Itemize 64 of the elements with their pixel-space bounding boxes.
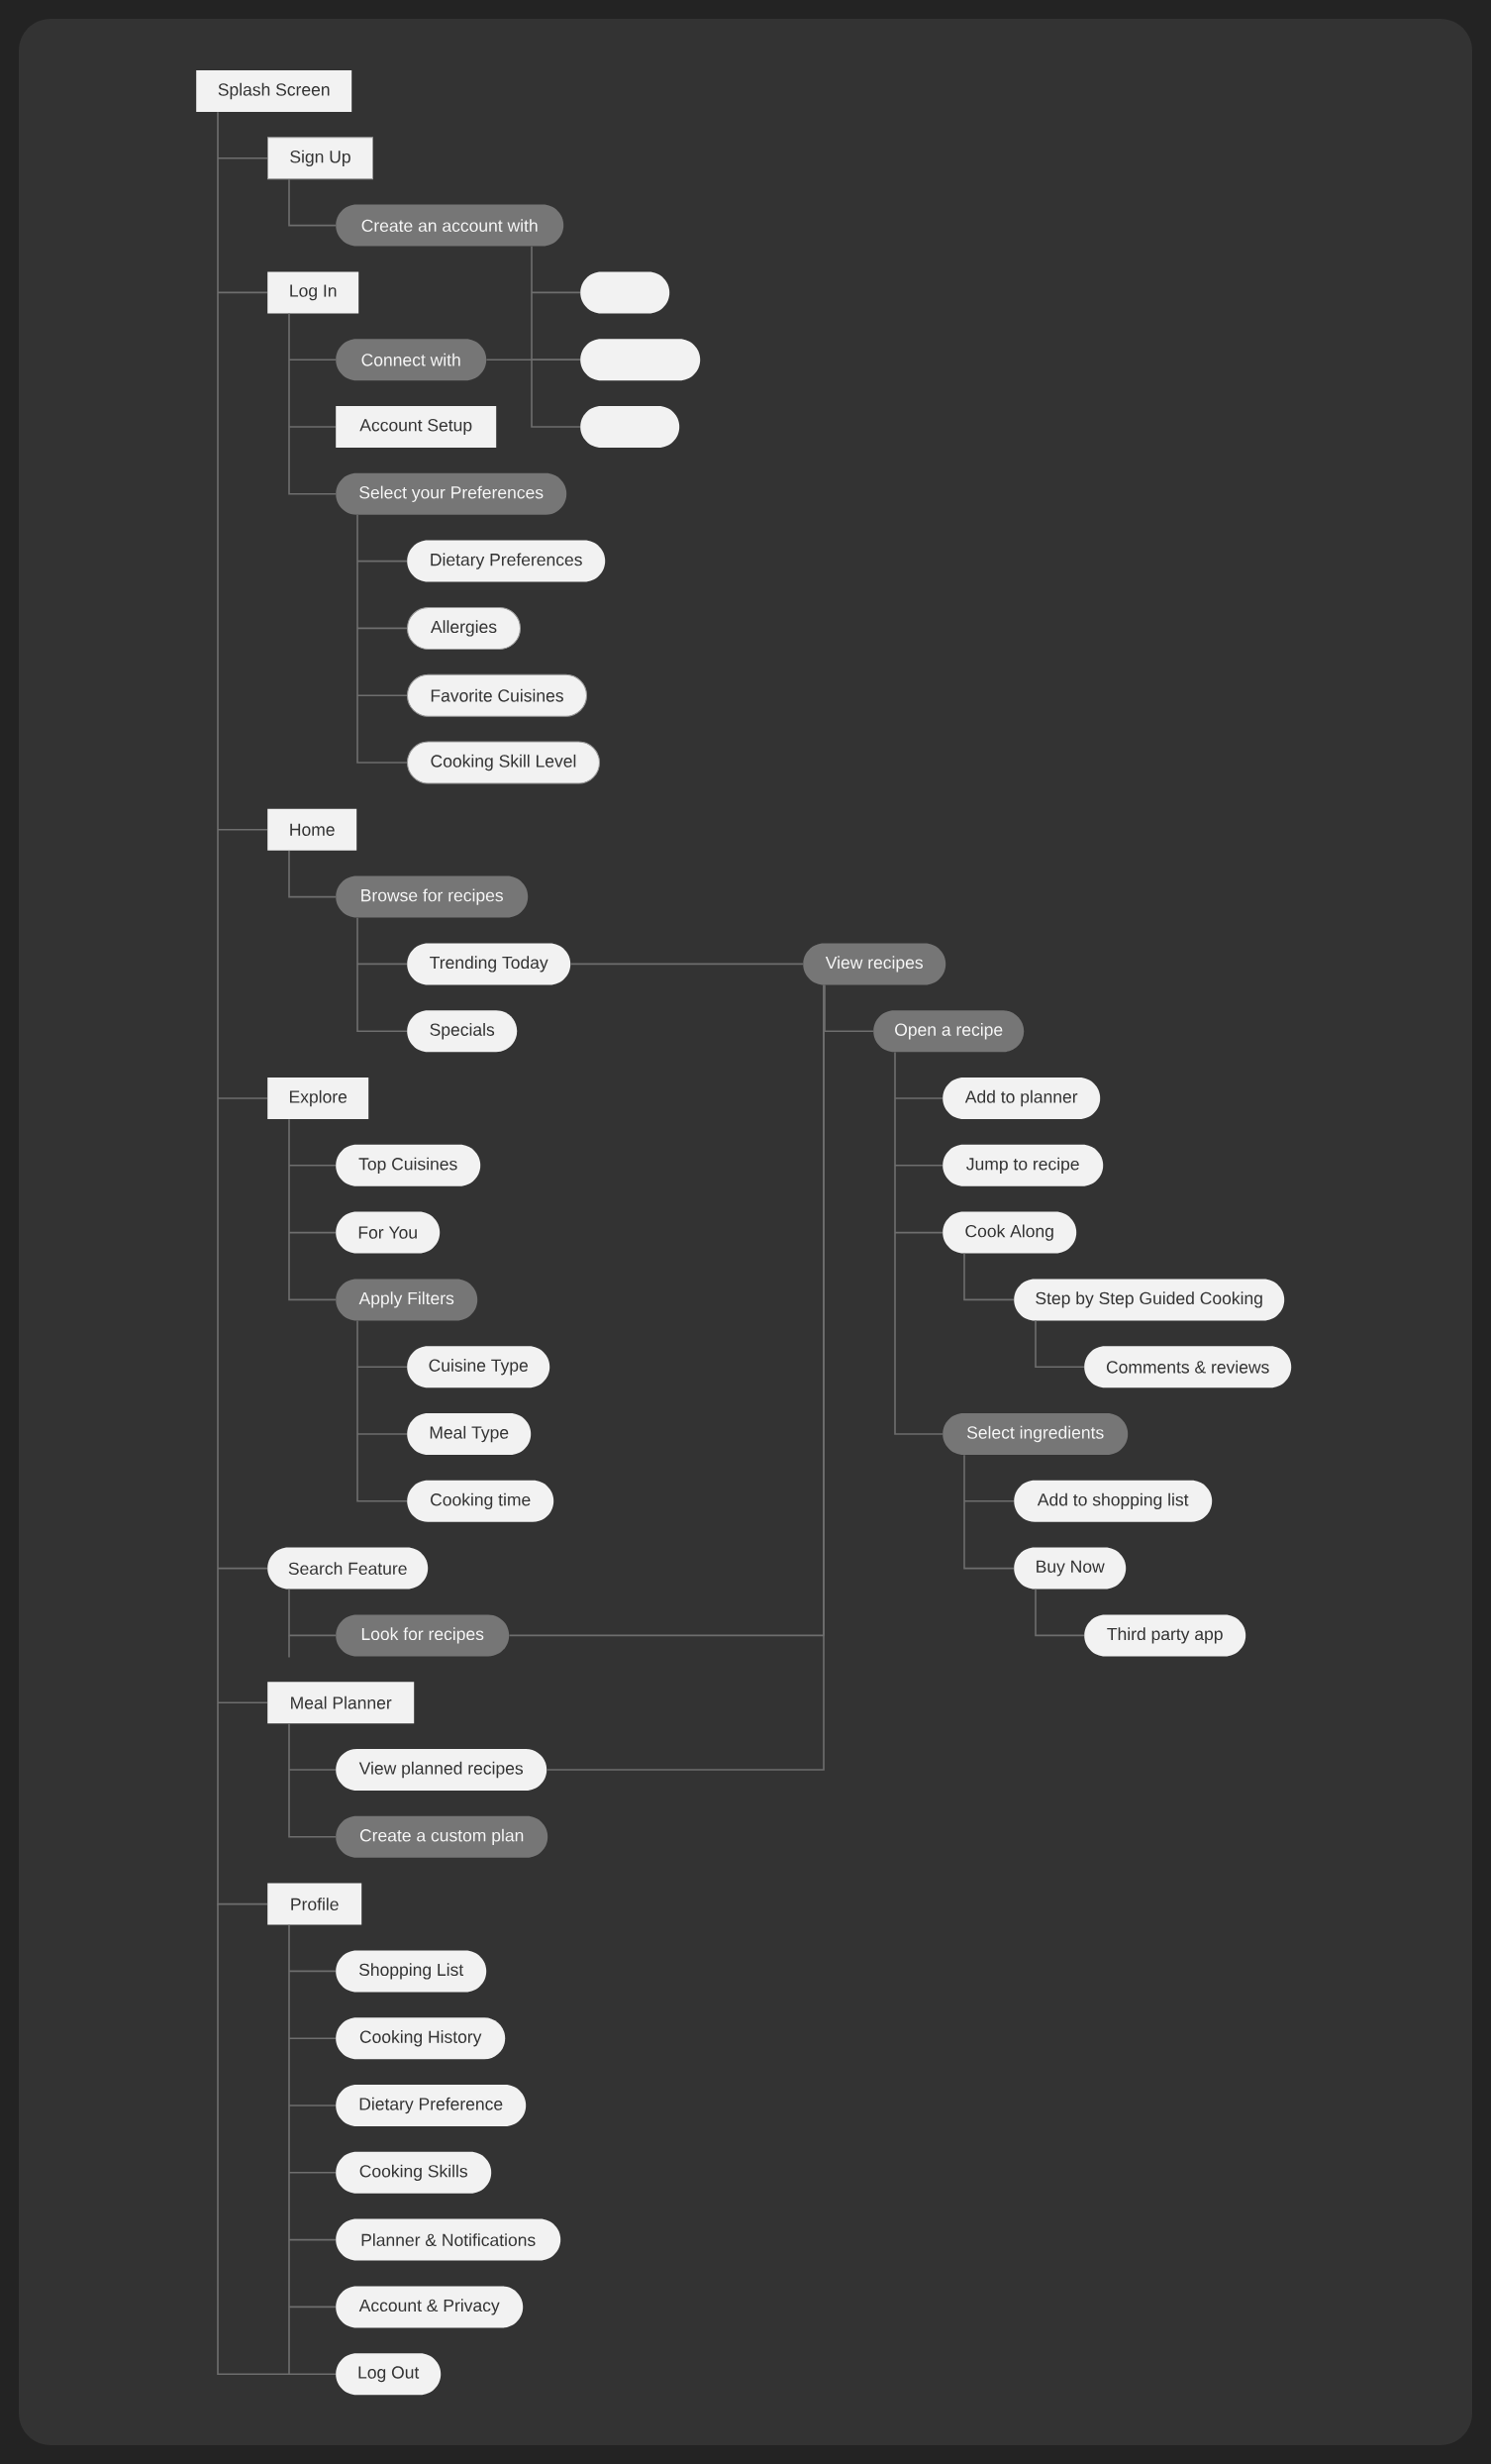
section-pill: Look for recipes: [336, 1614, 510, 1657]
screen-box: Sign Up: [267, 137, 373, 180]
screen-box: Log In: [267, 271, 359, 314]
blank-pill: [580, 406, 680, 448]
screen-box: Splash Screen: [196, 70, 352, 112]
section-pill: Browse for recipes: [336, 875, 529, 918]
connector-line: [1035, 1589, 1085, 1637]
option-pill: Add to planner: [943, 1078, 1101, 1119]
option-pill: Planner & Notifications: [336, 2218, 561, 2261]
connector-line: [531, 246, 581, 428]
connector-line: [356, 514, 408, 764]
option-pill: Shopping List: [336, 1950, 487, 1993]
option-pill: Comments & reviews: [1084, 1346, 1292, 1388]
option-pill: Dietary Preference: [336, 2085, 527, 2126]
option-pill: Dietary Preferences: [407, 540, 606, 582]
connector-line: [288, 850, 337, 898]
option-pill: View planned recipes: [336, 1749, 547, 1791]
connector-line: [356, 1319, 408, 1502]
option-pill: Cuisine Type: [407, 1346, 550, 1388]
screen-box: Meal Planner: [267, 1682, 415, 1724]
option-pill: Account & Privacy: [336, 2286, 524, 2328]
option-pill: Cooking Skill Level: [407, 741, 600, 784]
screen-box: Home: [267, 808, 357, 851]
blank-pill: [580, 271, 670, 314]
connector-line: [356, 917, 408, 1032]
connector-line: [569, 963, 804, 966]
connector-line: [1035, 1319, 1085, 1368]
connector-line: [288, 1722, 337, 1838]
connector-line: [217, 111, 268, 1905]
connector-line: [894, 1051, 944, 1435]
option-pill: Cooking History: [336, 2017, 506, 2060]
option-pill: Add to shopping list: [1014, 1480, 1213, 1522]
option-pill: Allergies: [407, 606, 521, 650]
option-pill: Trending Today: [407, 943, 571, 985]
section-pill: Select your Preferences: [336, 472, 567, 515]
section-pill: Create an account with: [336, 204, 564, 247]
connector-line: [963, 1454, 1015, 1570]
section-pill: Apply Filters: [336, 1279, 478, 1321]
option-pill: Log Out: [336, 2353, 442, 2396]
option-pill: Step by Step Guided Cooking: [1014, 1279, 1285, 1321]
connector-line: [288, 1589, 337, 1637]
connector-line: [963, 1253, 1015, 1301]
screen-box: Account Setup: [336, 406, 497, 448]
option-pill: Meal Type: [407, 1413, 532, 1455]
option-pill: Search Feature: [267, 1547, 429, 1590]
section-pill: Connect with: [336, 339, 487, 381]
connector-line: [288, 178, 337, 227]
connector-line: [485, 359, 581, 360]
section-pill: View recipes: [803, 943, 946, 985]
screen-box: Profile: [267, 1883, 362, 1925]
option-pill: Jump to recipe: [943, 1144, 1104, 1186]
screen-box: Explore: [267, 1078, 369, 1119]
blank-pill: [580, 339, 701, 381]
option-pill: Favorite Cuisines: [407, 673, 587, 717]
connector-line: [546, 983, 825, 1771]
section-pill: Create a custom plan: [336, 1815, 548, 1858]
option-pill: Third party app: [1084, 1614, 1246, 1657]
section-pill: Open a recipe: [873, 1010, 1025, 1053]
option-pill: Specials: [407, 1010, 518, 1053]
connector-line: [288, 1118, 337, 1301]
connector-line: [288, 312, 337, 495]
connector-line: [288, 1924, 337, 2375]
section-pill: Select ingredients: [943, 1413, 1129, 1455]
connector-line: [824, 983, 874, 1032]
